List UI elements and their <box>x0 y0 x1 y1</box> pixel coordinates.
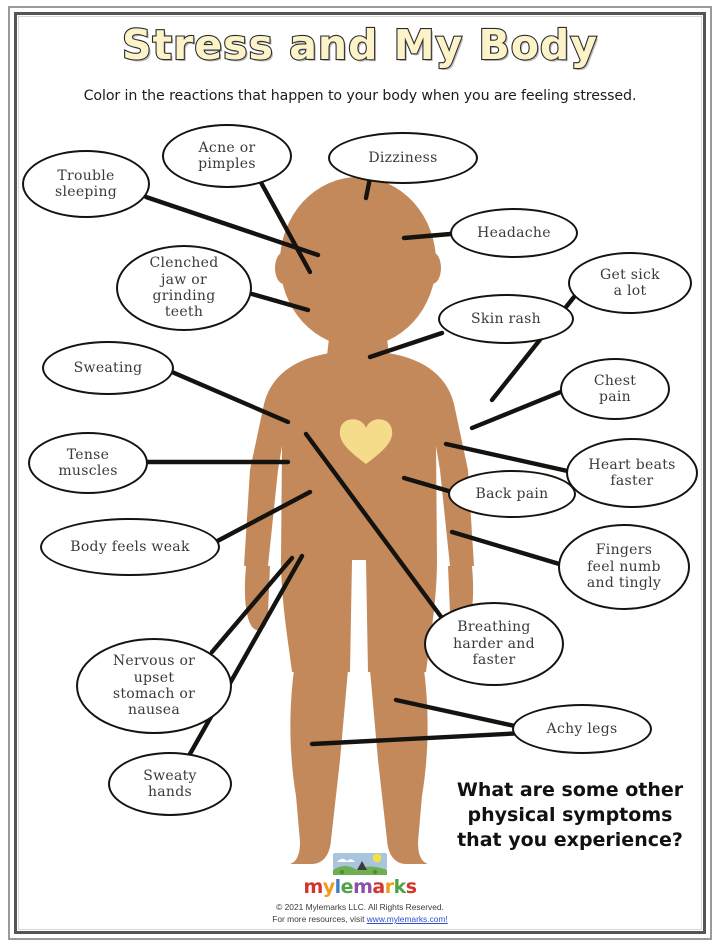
bubble-skin-rash[interactable]: Skin rash <box>438 294 574 344</box>
copyright-block: © 2021 Mylemarks LLC. All Rights Reserve… <box>0 902 720 926</box>
connector-acne-or-pimples <box>255 174 313 275</box>
footer: mylemarks © 2021 Mylemarks LLC. All Righ… <box>0 851 720 926</box>
bubble-line: pain <box>598 389 631 405</box>
bubble-line: Skin rash <box>471 310 541 327</box>
connector-skin-rash <box>367 330 445 360</box>
bubble-line: Breathing <box>457 619 531 636</box>
connector-breathing <box>303 431 445 621</box>
connector-trouble-sleeping <box>143 194 321 258</box>
mylemarks-link[interactable]: www.mylemarks.com! <box>366 914 448 925</box>
bubble-clenched-jaw[interactable]: Clenched jaw or grinding teeth <box>116 245 252 331</box>
bubble-line: Achy legs <box>546 720 618 737</box>
bubble-dizziness[interactable]: Dizziness <box>328 132 478 184</box>
page-border-outer <box>8 6 712 940</box>
bubble-line: muscles <box>58 463 118 479</box>
bubble-line: a lot <box>613 283 647 299</box>
bubble-line: teeth <box>164 304 204 321</box>
bubble-back-pain[interactable]: Back pain <box>448 470 576 518</box>
bubble-line: Sweaty <box>143 767 197 784</box>
resources-line: For more resources, visit www.mylemarks.… <box>0 914 720 926</box>
bubble-line: jaw or <box>160 271 208 288</box>
connector-body-feels-weak <box>205 489 313 549</box>
bubble-acne-or-pimples[interactable]: Acne or pimples <box>162 124 292 188</box>
reflection-question: What are some other physical symptoms th… <box>456 779 684 852</box>
bubble-sweating[interactable]: Sweating <box>42 341 174 395</box>
bubble-line: sleeping <box>54 184 118 200</box>
bubble-line: Nervous or <box>112 653 196 670</box>
child-body-silhouette <box>244 177 474 864</box>
bubble-trouble-sleeping[interactable]: Trouble sleeping <box>22 150 150 218</box>
bubble-body-feels-weak[interactable]: Body feels weak <box>40 518 220 576</box>
bubble-line: Get sick <box>600 266 660 283</box>
connector-heart-beats <box>443 441 575 475</box>
page-subtitle: Color in the reactions that happen to yo… <box>83 88 637 104</box>
bubble-achy-legs[interactable]: Achy legs <box>512 704 652 754</box>
bubble-line: Heart beats <box>588 456 676 473</box>
bubble-line: Chest <box>593 372 637 389</box>
bubble-chest-pain[interactable]: Chest pain <box>560 358 670 420</box>
bubble-nervous-stomach[interactable]: Nervous or upset stomach or nausea <box>76 638 232 734</box>
bubble-line: hands <box>147 784 192 800</box>
connector-sweating <box>169 369 291 425</box>
connector-nervous-stomach <box>209 555 295 655</box>
bubble-line: stomach or <box>112 686 196 702</box>
bubble-line: faster <box>472 652 516 669</box>
connector-clenched-jaw <box>249 291 311 313</box>
bubble-line: Dizziness <box>368 149 438 166</box>
copyright-line: © 2021 Mylemarks LLC. All Rights Reserve… <box>276 902 444 913</box>
bubble-line: Fingers <box>595 542 653 559</box>
logo-landscape-icon <box>332 853 387 876</box>
bubble-sweaty-hands[interactable]: Sweaty hands <box>108 752 232 816</box>
connector-fingers-numb <box>449 529 569 569</box>
page-border-inner <box>14 12 706 934</box>
bubble-line: Headache <box>477 224 551 241</box>
bubble-line: Clenched <box>149 255 219 272</box>
bubble-line: faster <box>610 473 654 489</box>
page-title: Stress and My Body <box>121 21 598 69</box>
bubble-line: feel numb <box>587 558 661 575</box>
bubble-line: nausea <box>128 702 180 719</box>
bubble-line: harder and <box>453 635 535 652</box>
connector-achy-legs <box>393 697 527 731</box>
bubble-line: upset <box>133 669 175 686</box>
bubble-line: pimples <box>198 156 256 172</box>
heart-shape <box>339 419 393 464</box>
bubble-headache[interactable]: Headache <box>450 208 578 258</box>
connector-chest-pain <box>469 386 571 431</box>
mylemarks-logo[interactable]: mylemarks <box>303 851 417 899</box>
bubble-line: Tense <box>66 446 110 463</box>
connector-sweaty-hands <box>179 553 305 771</box>
resources-prefix: For more resources, visit <box>272 914 367 925</box>
bubble-heart-beats-faster[interactable]: Heart beats faster <box>566 438 698 508</box>
connector-back-pain <box>401 475 455 495</box>
bubble-line: Body feels weak <box>70 538 190 555</box>
logo-wordmark: mylemarks <box>303 876 417 899</box>
bubble-tense-muscles[interactable]: Tense muscles <box>28 432 148 494</box>
bubble-get-sick-a-lot[interactable]: Get sick a lot <box>568 252 692 314</box>
bubble-line: and tingly <box>586 575 662 592</box>
bubble-fingers-feel-numb[interactable]: Fingers feel numb and tingly <box>558 524 690 610</box>
bubble-line: Sweating <box>73 359 143 376</box>
bubble-breathing-harder[interactable]: Breathing harder and faster <box>424 602 564 686</box>
connector-achy-legs-2 <box>309 730 527 747</box>
bubble-line: Acne or <box>198 139 256 156</box>
page-border-hairline <box>18 16 702 930</box>
bubble-line: grinding <box>152 288 216 304</box>
bubble-line: Back pain <box>475 485 549 502</box>
bubble-line: Trouble <box>57 167 115 184</box>
